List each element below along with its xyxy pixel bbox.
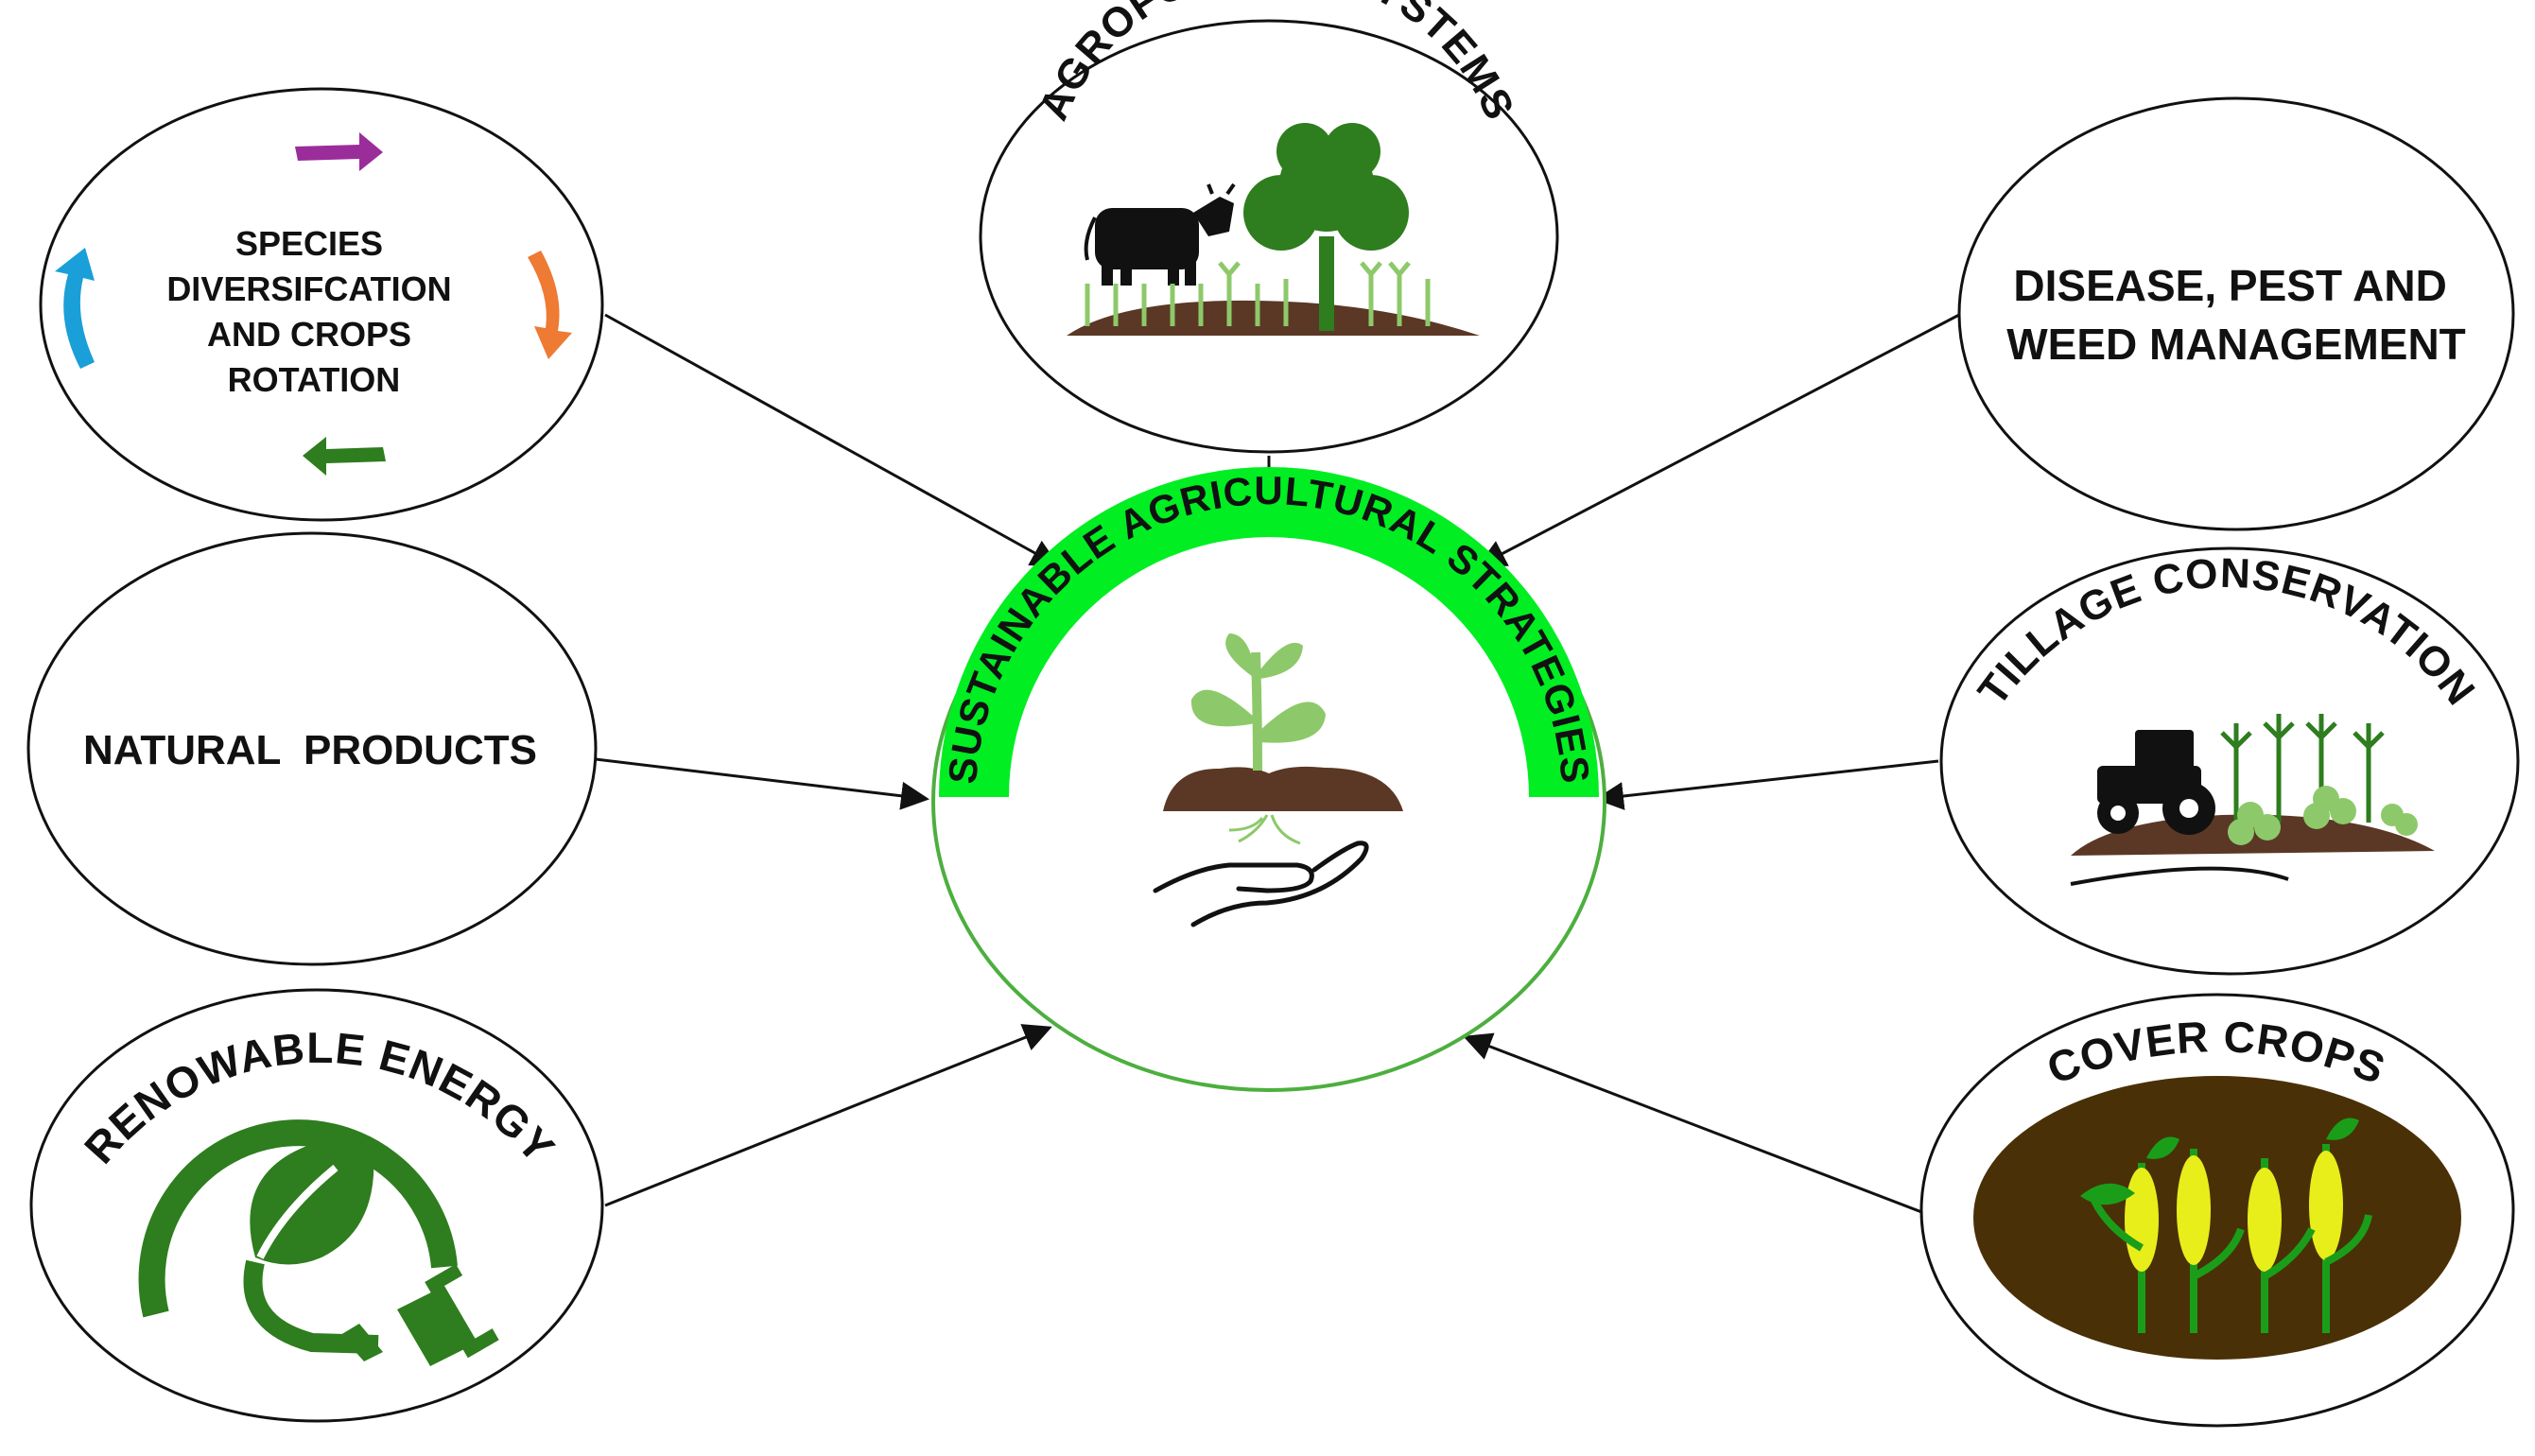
center-title-band bbox=[939, 467, 1599, 797]
arrow-blue bbox=[55, 248, 95, 369]
svg-text:SPECIES DIVERSIFCATION: SPECIES DIVERSIFCATION AND CROPS ROTATIO… bbox=[166, 224, 460, 399]
arrow-disease-to-center bbox=[1477, 313, 1960, 567]
species-line-1: SPECIES bbox=[235, 224, 383, 263]
wheat-icon bbox=[1085, 261, 1431, 326]
agroforestry-node: AGROFORESTY SYSTEMS bbox=[979, 0, 1559, 454]
tractor-icon bbox=[2097, 730, 2215, 835]
disease-pest-weed-node: DISEASE, PEST AND WEED MANAGEMENT bbox=[1957, 96, 2515, 531]
svg-text:DISEASE, PEST AND WEED M: DISEASE, PEST AND WEED MANAGEMENT bbox=[2006, 261, 2466, 369]
hand-icon bbox=[1153, 841, 1369, 927]
natural-products-node: NATURAL PRODUCTS bbox=[26, 531, 598, 966]
cow-icon bbox=[1084, 182, 1236, 286]
species-diversification-node: SPECIES DIVERSIFCATION AND CROPS ROTATIO… bbox=[39, 87, 604, 522]
cover-crops-node: COVER CROPS bbox=[1919, 993, 2515, 1428]
disease-line-1: DISEASE, PEST AND bbox=[2013, 261, 2446, 310]
cover-soil bbox=[1973, 1076, 2461, 1360]
center-node: SUSTAINABLE AGRICULTURAL STRATEGIES bbox=[931, 467, 1606, 1092]
connector-arrows bbox=[595, 313, 1960, 1215]
natural-products-title: NATURAL PRODUCTS bbox=[83, 727, 537, 773]
tillage-underline bbox=[2070, 866, 2289, 886]
renewable-energy-node: RENOWABLE ENERGY bbox=[29, 988, 604, 1423]
plug-icon bbox=[340, 1263, 499, 1366]
disease-line-2: WEED MANAGEMENT bbox=[2006, 320, 2466, 369]
clover-icon bbox=[2228, 786, 2418, 845]
arrow-species-to-center bbox=[604, 313, 1060, 567]
species-line-4: ROTATION bbox=[228, 360, 401, 399]
arrow-purple bbox=[295, 132, 383, 171]
soil-mound bbox=[1067, 300, 1480, 336]
wheat-icon bbox=[2080, 1118, 2372, 1333]
cycle-arrow-icon bbox=[55, 132, 572, 476]
plant-seedling-icon bbox=[1163, 633, 1403, 845]
tillage-conservation-node: TILLAGE CONSERVATION bbox=[1939, 546, 2520, 976]
species-line-3: AND CROPS bbox=[207, 315, 411, 354]
tree-icon bbox=[1243, 123, 1409, 331]
arrow-cover-to-center bbox=[1463, 1032, 1925, 1215]
species-line-2: DIVERSIFCATION bbox=[166, 269, 451, 308]
arrow-tillage-to-center bbox=[1595, 759, 1939, 810]
arrow-renewable-to-center bbox=[604, 1024, 1052, 1207]
wheat-icon bbox=[2220, 714, 2385, 823]
arrow-green bbox=[303, 437, 386, 476]
leaf-icon bbox=[138, 1119, 458, 1354]
arrow-orange bbox=[528, 251, 572, 359]
arrow-natural-to-center bbox=[595, 757, 929, 810]
